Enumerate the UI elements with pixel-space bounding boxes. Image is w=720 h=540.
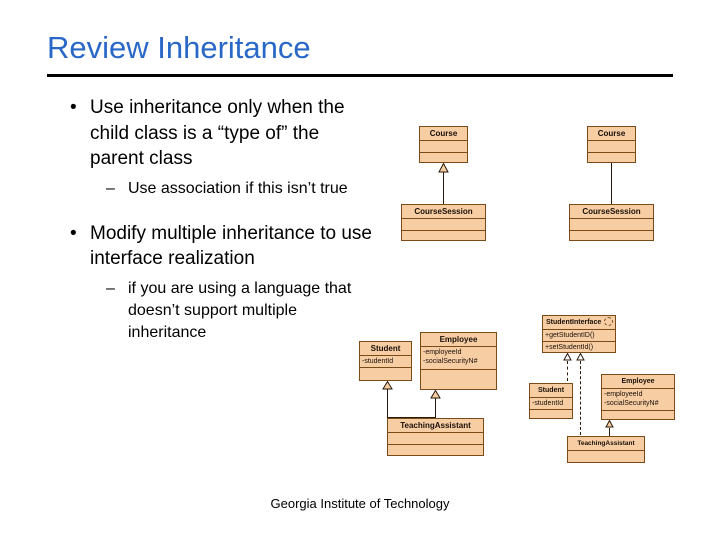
realization-arrowhead-icon	[563, 353, 572, 361]
interface-circle-icon	[604, 317, 613, 326]
uml-class-attributes	[570, 219, 653, 231]
uml-class-name: TeachingAssistant	[388, 419, 483, 433]
sub-bullet-text: Use association if this isn’t true	[128, 179, 348, 197]
uml-class-attributes	[388, 433, 483, 445]
generalization-arrowhead-icon	[605, 420, 614, 428]
uml-class-teachingassistant[interactable]: TeachingAssistant	[387, 418, 484, 456]
uml-class-attributes	[568, 451, 644, 463]
uml-class-name: Employee	[421, 333, 496, 347]
generalization-line	[609, 428, 610, 438]
uml-class-course[interactable]: Course	[587, 126, 636, 163]
bullet-item-1: • Use inheritance only when the child cl…	[52, 95, 372, 172]
uml-interface-studentinterface[interactable]: StudentInterface +getStudentID() +setStu…	[542, 315, 616, 353]
uml-class-operations	[360, 368, 411, 379]
uml-class-name: Course	[420, 127, 467, 141]
uml-class-name: Student	[530, 384, 572, 398]
uml-interface-operation: +getStudentID()	[543, 330, 615, 342]
uml-class-operations	[402, 231, 485, 242]
uml-class-operations	[388, 445, 483, 456]
realization-line	[567, 361, 568, 381]
uml-class-attributes	[420, 141, 467, 153]
generalization-arrowhead-icon	[438, 163, 449, 173]
bullet-list: • Use inheritance only when the child cl…	[52, 95, 372, 348]
bullet-text: Use inheritance only when the child clas…	[90, 97, 345, 169]
bullet-text: Modify multiple inheritance to use inter…	[90, 222, 372, 270]
uml-class-attributes	[402, 219, 485, 231]
uml-interface-operation: +setStudentId()	[545, 344, 594, 351]
uml-class-attributes: -employeeId -socialSecurityN#	[602, 389, 674, 411]
generalization-line	[443, 172, 444, 204]
uml-class-course[interactable]: Course	[419, 126, 468, 163]
generalization-line	[435, 398, 436, 418]
title-divider	[47, 74, 673, 77]
uml-class-name: CourseSession	[402, 205, 485, 219]
bullet-marker: •	[70, 222, 77, 244]
realization-arrowhead-icon	[576, 353, 585, 361]
uml-class-name: TeachingAssistant	[568, 437, 644, 451]
sub-bullet-marker: –	[106, 279, 115, 297]
uml-class-teachingassistant[interactable]: TeachingAssistant	[567, 436, 645, 463]
bullet-item-2: • Modify multiple inheritance to use int…	[52, 221, 372, 272]
bullet-marker: •	[70, 97, 77, 118]
uml-class-attributes: -studentId	[360, 356, 411, 368]
uml-attribute-row: -socialSecurityN#	[604, 400, 659, 407]
uml-class-employee[interactable]: Employee -employeeId -socialSecurityN#	[420, 332, 497, 390]
uml-class-name: Employee	[602, 375, 674, 389]
uml-class-operations	[570, 231, 653, 242]
generalization-line	[387, 389, 388, 418]
sub-bullet-item-2: – if you are using a language that doesn…	[52, 278, 372, 344]
generalization-line	[387, 417, 436, 418]
uml-class-coursesession[interactable]: CourseSession	[401, 204, 486, 241]
uml-class-coursesession[interactable]: CourseSession	[569, 204, 654, 241]
uml-class-name: Student	[360, 342, 411, 356]
realization-line	[580, 361, 581, 435]
uml-attribute-row: -socialSecurityN#	[423, 358, 478, 365]
uml-attribute-row: -employeeId	[604, 391, 643, 398]
bullet-spacer	[52, 204, 372, 221]
uml-class-name: Course	[588, 127, 635, 141]
uml-class-student[interactable]: Student -studentId	[359, 341, 412, 381]
association-line	[611, 163, 612, 204]
sub-bullet-item-1: – Use association if this isn’t true	[52, 178, 372, 200]
page-title: Review Inheritance	[47, 30, 311, 65]
uml-class-operations	[530, 410, 572, 421]
uml-class-employee[interactable]: Employee -employeeId -socialSecurityN#	[601, 374, 675, 420]
sub-bullet-marker: –	[106, 179, 115, 197]
uml-class-attributes	[588, 141, 635, 153]
uml-class-attributes: -employeeId -socialSecurityN#	[421, 347, 496, 370]
uml-class-operations	[421, 370, 496, 381]
uml-class-name: CourseSession	[570, 205, 653, 219]
uml-interface-name: StudentInterface	[543, 316, 615, 330]
sub-bullet-text: if you are using a language that doesn’t…	[128, 279, 352, 341]
uml-class-student[interactable]: Student -studentId	[529, 383, 573, 419]
uml-class-attributes: -studentId	[530, 398, 572, 410]
uml-attribute-row: -employeeId	[423, 349, 462, 356]
slide-footer: Georgia Institute of Technology	[270, 496, 450, 511]
